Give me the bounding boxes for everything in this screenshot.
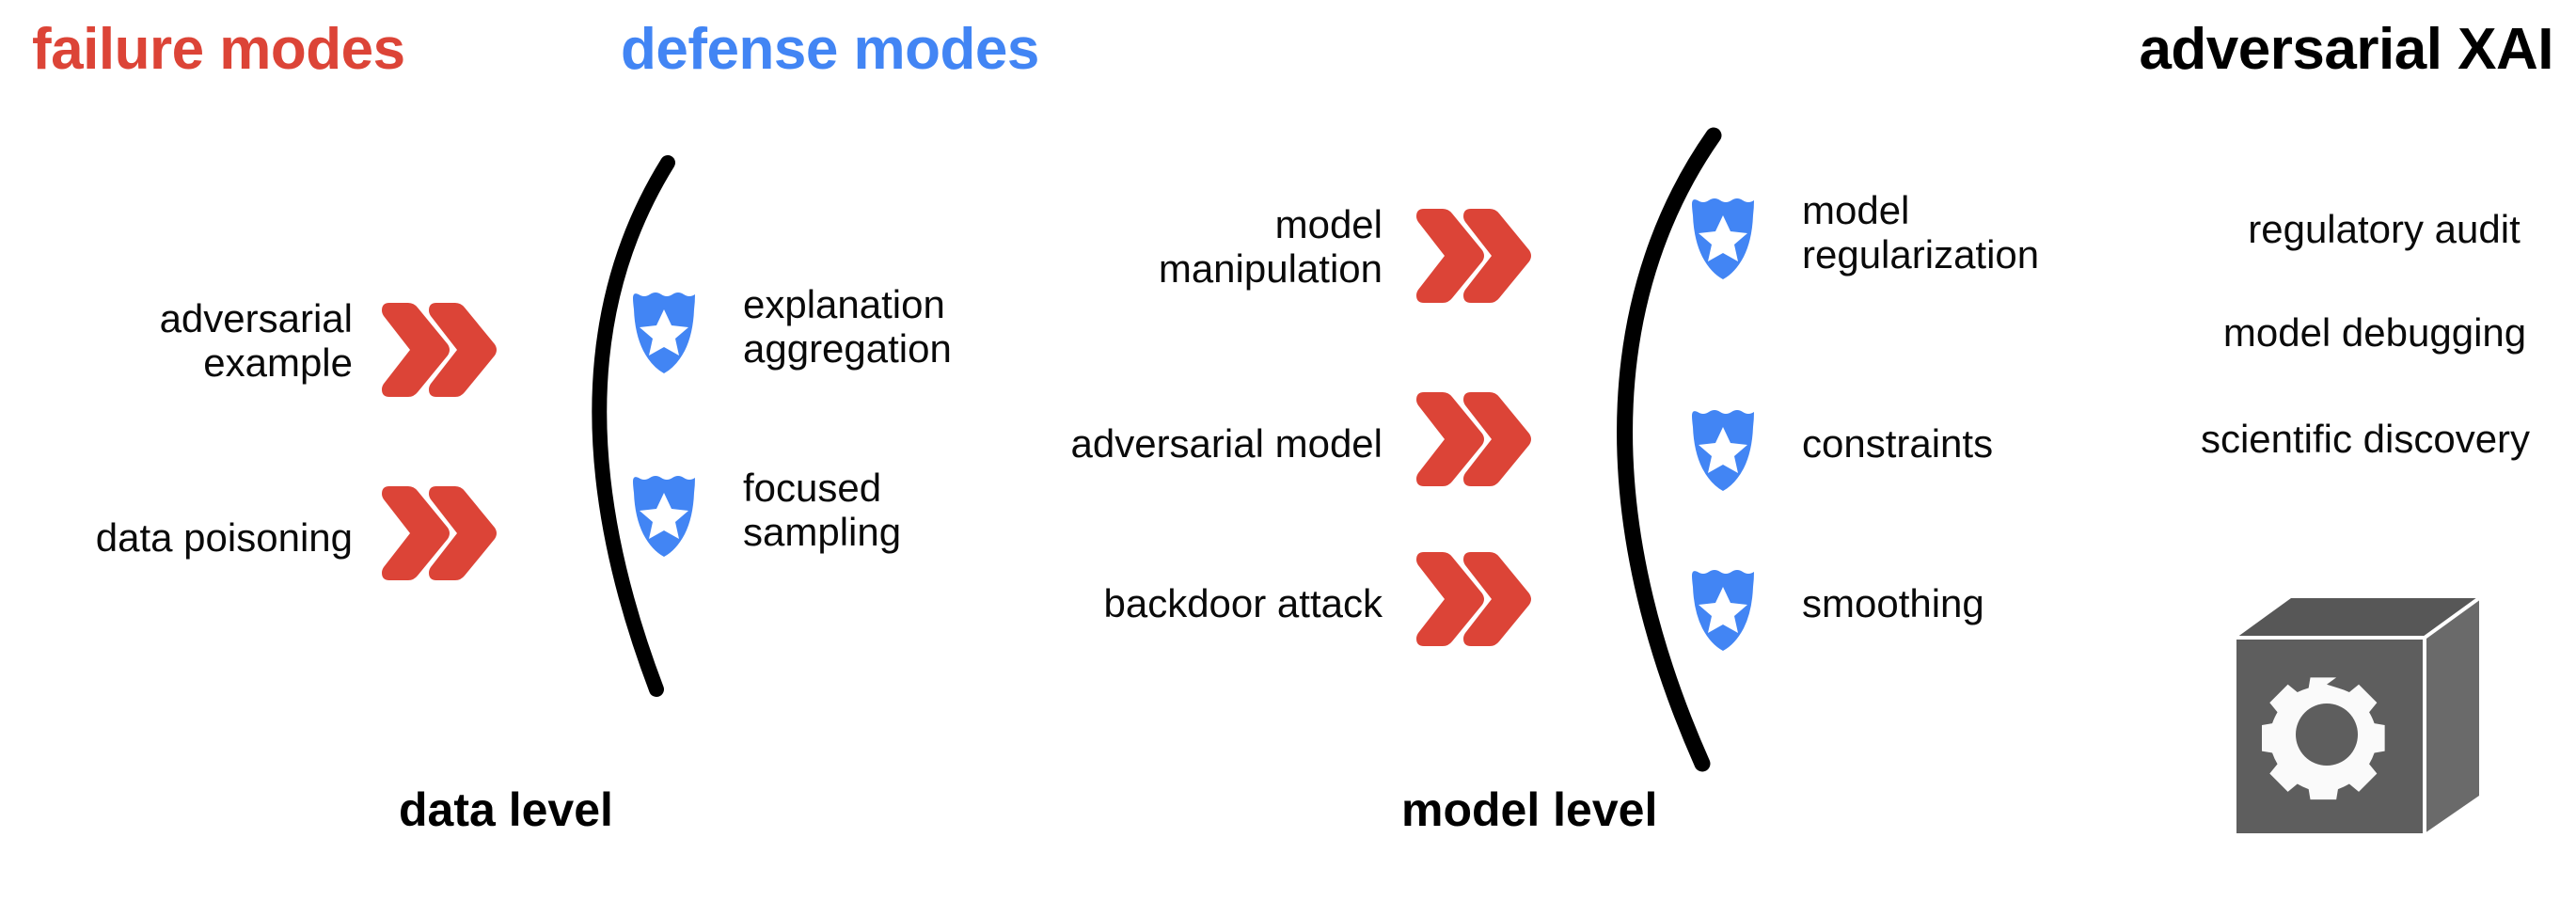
red-double-chevron-icon [1411, 390, 1533, 488]
heading-failure-modes: failure modes [32, 17, 405, 82]
model-failure-label-2: backdoor attack [1103, 581, 1383, 625]
xai-application-0: regulatory audit [2248, 207, 2521, 251]
caption-data-level: data level [399, 783, 613, 836]
model-failure-label-1: adversarial model [1070, 421, 1383, 466]
black-box-gear-cube-icon [2227, 581, 2490, 854]
blue-shield-star-icon [630, 285, 698, 373]
caption-model-level: model level [1401, 783, 1658, 836]
data-defense-label-1: focused sampling [743, 466, 902, 555]
model-defense-label-0: model regularization [1802, 188, 2040, 277]
data-failure-label-1: data poisoning [95, 515, 353, 560]
data-failure-label-0: adversarial example [159, 296, 353, 386]
red-double-chevron-icon [1411, 550, 1533, 648]
xai-application-1: model debugging [2222, 310, 2527, 355]
red-double-chevron-icon [376, 484, 498, 582]
xai-application-2: scientific discovery [2200, 417, 2531, 461]
model-level-barrier-arc [1572, 120, 1737, 779]
blue-shield-star-icon [1689, 191, 1757, 279]
model-defense-label-1: constraints [1802, 421, 1994, 466]
data-defense-label-0: explanation aggregation [743, 282, 952, 371]
red-double-chevron-icon [1411, 207, 1533, 305]
blue-shield-star-icon [1689, 562, 1757, 651]
heading-adversarial-xai: adversarial XAI [2139, 17, 2553, 82]
blue-shield-star-icon [630, 468, 698, 557]
blue-shield-star-icon [1689, 403, 1757, 491]
model-defense-label-2: smoothing [1802, 581, 1984, 625]
data-level-barrier-arc [555, 146, 696, 710]
heading-defense-modes: defense modes [621, 17, 1039, 82]
model-failure-label-0: model manipulation [1158, 202, 1383, 292]
red-double-chevron-icon [376, 301, 498, 399]
